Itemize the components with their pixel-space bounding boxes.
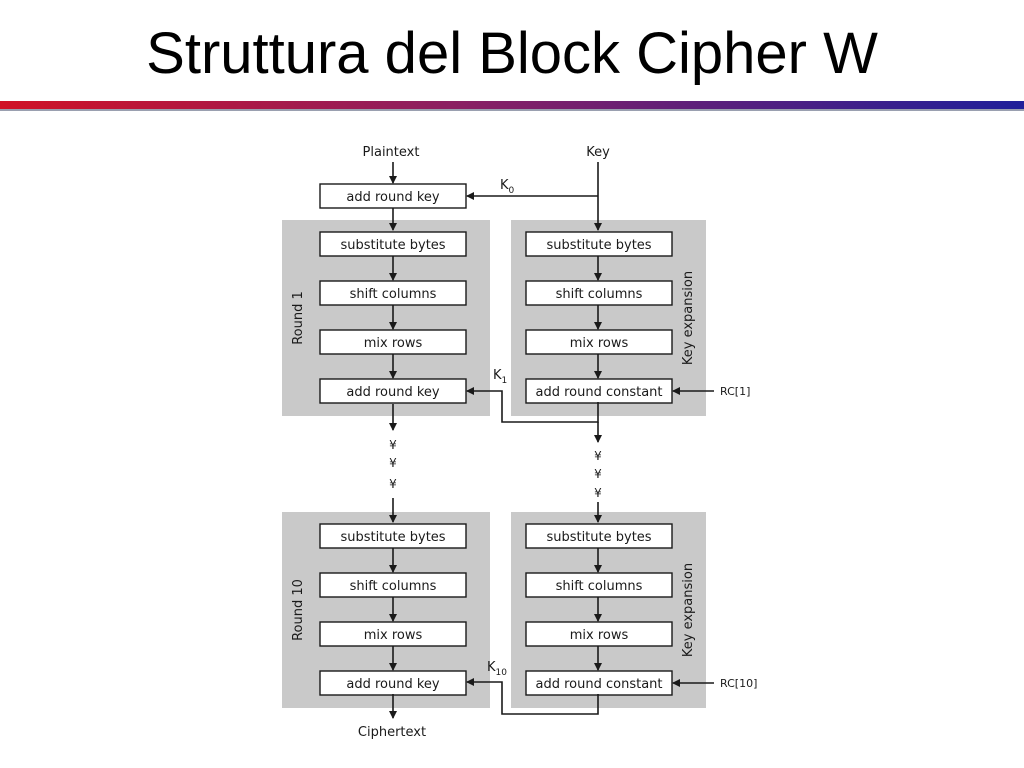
- round-ellipsis-2: ¥: [389, 456, 397, 470]
- k10-arrow: [466, 678, 599, 715]
- cipher-diagram-svg: Plaintext Key add round key K0 Round 1 Ke…: [282, 145, 757, 740]
- cipher-structure-diagram: Plaintext Key add round key K0 Round 1 Ke…: [232, 130, 760, 750]
- round-group-1-key-step-label-1: shift columns: [556, 579, 643, 594]
- round-group-1-key-step-box-1: [525, 572, 673, 598]
- round-group-0-key-step-label-2: mix rows: [570, 336, 629, 351]
- round-group-0-step-label-2: mix rows: [364, 336, 423, 351]
- title-divider: [0, 101, 1024, 109]
- round-group-1-step-box-0: [319, 523, 467, 549]
- round-group-1-key-step-box-0: [525, 523, 673, 549]
- round-group-0-step-label-0: substitute bytes: [340, 238, 445, 253]
- round-group-1-key-expansion-label: Key expansion: [681, 563, 696, 657]
- round-group-0-key-step-label-1: shift columns: [556, 287, 643, 302]
- key-ellipsis-3: ¥: [594, 486, 602, 500]
- round-group-1-key-step-box-2: [525, 621, 673, 647]
- slide-title: Struttura del Block Cipher W: [146, 21, 878, 86]
- round-group-1-step-label-1: shift columns: [350, 579, 437, 594]
- round-group-0-key-step-box-0: [525, 231, 673, 257]
- k1-arrow: [466, 387, 599, 423]
- round-group-0-round-key-label: K1: [493, 368, 507, 386]
- plaintext-label: Plaintext: [363, 145, 420, 160]
- round-group-0-round-label: Round 1: [291, 291, 306, 345]
- round-group-0-step-label-3: add round key: [346, 385, 440, 400]
- ciphertext-label: Ciphertext: [358, 725, 426, 740]
- round-group-0-key-step-label-0: substitute bytes: [546, 238, 651, 253]
- round-group-1-step-label-0: substitute bytes: [340, 530, 445, 545]
- title-divider-shadow: [0, 109, 1024, 111]
- round-group-1-key-step-label-0: substitute bytes: [546, 530, 651, 545]
- round-group-0-key-expansion-label: Key expansion: [681, 271, 696, 365]
- round-group-1-step-label-2: mix rows: [364, 628, 423, 643]
- round-group-0-key-step-box-2: [525, 329, 673, 355]
- key-ellipsis-2: ¥: [594, 467, 602, 481]
- initial-add-round-key-box: [319, 183, 467, 209]
- round-group-1-rc-label: RC[10]: [720, 677, 757, 690]
- round-group-1-round-key-label: K10: [487, 660, 507, 678]
- round-group-1-step-label-3: add round key: [346, 677, 440, 692]
- k0-label: K0: [500, 178, 515, 196]
- round-group-1-key-step-label-2: mix rows: [570, 628, 629, 643]
- round-group-0-key-step-box-1: [525, 280, 673, 306]
- round-group-1-key-step-box-3: [525, 670, 673, 696]
- round-group-0-rc-label: RC[1]: [720, 385, 750, 398]
- round-ellipsis-1: ¥: [389, 438, 397, 452]
- round-group-0-step-box-1: [319, 280, 467, 306]
- round-group-1-key-step-label-3: add round constant: [536, 677, 663, 692]
- key-label: Key: [586, 145, 610, 160]
- key-ellipsis-1: ¥: [594, 449, 602, 463]
- round-ellipsis-3: ¥: [389, 477, 397, 491]
- initial-add-round-key-label: add round key: [346, 190, 440, 205]
- round-group-1-round-label: Round 10: [291, 579, 306, 641]
- round-group-0-step-box-3: [319, 378, 467, 404]
- round-group-0-step-label-1: shift columns: [350, 287, 437, 302]
- round-group-0-key-step-label-3: add round constant: [536, 385, 663, 400]
